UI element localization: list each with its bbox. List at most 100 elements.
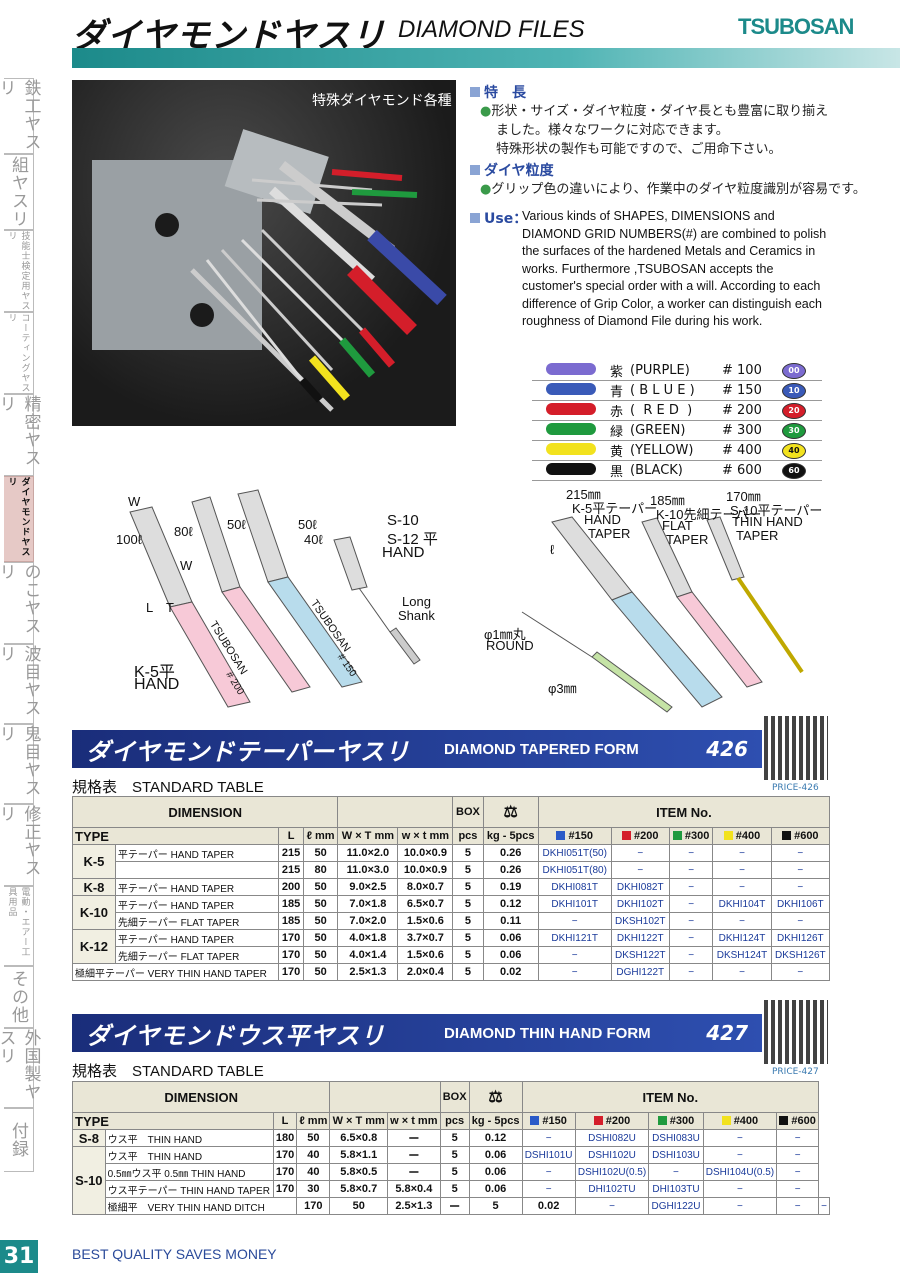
item-code-cell: DKHI081T: [537, 878, 612, 896]
sidebar-tab[interactable]: 精密ヤスリ: [0, 394, 41, 476]
page-title-en: DIAMOND FILES: [398, 16, 585, 43]
qr-code[interactable]: [764, 716, 828, 780]
header-cell: [337, 796, 454, 828]
item-code-cell: −: [668, 861, 714, 879]
name-cell: 平テーパー HAND TAPER: [114, 878, 280, 896]
item-code-cell: −: [521, 1163, 576, 1181]
grit-header-label: #600: [794, 830, 819, 842]
value-cell: 185: [278, 895, 304, 913]
sidebar-tab[interactable]: 技能士検定用ヤスリ: [4, 230, 34, 312]
value-cell: 10.0×0.9: [397, 844, 454, 862]
item-code-cell: −: [521, 1180, 576, 1198]
sidebar-tab[interactable]: 外国製ヤスリ: [0, 1028, 41, 1108]
name-cell: 平テーパー HAND TAPER: [114, 929, 280, 947]
section-title-en: DIAMOND THIN HAND FORM: [444, 1024, 651, 1042]
dimension-header: DIMENSION: [71, 1081, 331, 1113]
label-long: Long: [402, 594, 431, 609]
item-code-cell: DGHI122U: [648, 1197, 704, 1215]
dim-label-w: W: [128, 494, 141, 509]
sidebar-tab[interactable]: その他: [4, 966, 34, 1028]
legend-jp: 青: [610, 385, 624, 400]
legend-en: (YELLOW): [630, 443, 694, 458]
type-cell: K-5: [72, 844, 116, 879]
grit-color-icon: [657, 1116, 667, 1125]
item-code-cell: DSHI102U(0.5): [574, 1163, 650, 1181]
dim-label-L: L: [146, 600, 154, 615]
grit-header: #400: [712, 827, 772, 845]
item-code-cell: −: [712, 878, 772, 896]
grit-header: #150: [537, 827, 612, 845]
sidebar-tab[interactable]: 波目ヤスリ: [0, 644, 41, 724]
item-code-cell: DSHI103U: [648, 1146, 704, 1164]
grit-color-icon: [782, 831, 792, 840]
value-cell: 0.02: [482, 963, 539, 981]
value-cell: 5.8×0.7: [329, 1180, 388, 1198]
legend-grit: # 200: [722, 403, 762, 418]
sidebar-tab[interactable]: のこヤスリ: [0, 562, 41, 644]
dim-label-ell: ℓ: [550, 542, 555, 557]
sidebar-tab[interactable]: 組ヤスリ: [4, 154, 34, 230]
value-cell: 30: [296, 1180, 331, 1198]
grit-badge: 40: [782, 443, 806, 459]
legend-jp: 赤: [610, 405, 624, 420]
sidebar-tab[interactable]: 電動・エアー工具用品: [4, 886, 34, 966]
item-code-cell: DKHI126T: [770, 929, 831, 947]
sidebar-tab[interactable]: 付録: [4, 1108, 34, 1172]
label-taper-3: TAPER: [736, 528, 779, 543]
square-bullet-icon: [470, 87, 480, 97]
name-cell: 極細平テーパー VERY THIN HAND TAPER: [71, 963, 280, 981]
value-cell: 170: [278, 946, 304, 964]
label-170mm: 170㎜: [726, 489, 761, 504]
legend-swatch: [546, 382, 596, 395]
legend-swatch: [546, 362, 596, 375]
legend-swatch: [546, 402, 596, 415]
sidebar-tab[interactable]: 鉄工ヤスリ: [0, 78, 41, 154]
sidebar-tab[interactable]: 鬼目ヤスリ: [0, 724, 41, 804]
item-code-cell: −: [610, 844, 670, 862]
grit-color-icon: [556, 831, 566, 840]
grit-header-label: #300: [669, 1115, 695, 1127]
value-cell: 0.06: [468, 1163, 523, 1181]
item-code-cell: −: [770, 844, 831, 862]
scale-icon: ⚖: [468, 1081, 523, 1113]
name-cell: 先細テーパー FLAT TAPER: [114, 946, 280, 964]
value-cell: 0.26: [482, 861, 539, 879]
section-number: 426: [706, 737, 748, 761]
square-bullet-icon: [470, 213, 480, 223]
label-taper: TAPER: [588, 526, 631, 541]
feature-block: 特 長 ●形状・サイズ・ダイヤ粒度・ダイヤ長とも豊富に取り揃え ました。様々なワ…: [470, 82, 828, 159]
feature-text-2: ました。様々なワークに対応できます。: [496, 123, 729, 138]
sidebar-tab[interactable]: 修正ヤスリ: [0, 804, 41, 886]
label-k10-taper: K-10先細テーパー: [656, 507, 762, 522]
item-code-cell: DKHI082T: [610, 878, 670, 896]
box-header: BOX: [452, 796, 484, 828]
item-code-cell: −: [712, 861, 772, 879]
value-cell: 0.02: [521, 1197, 576, 1215]
label-185mm: 185㎜: [650, 493, 685, 508]
sidebar-tab[interactable]: コーティングヤスリ: [4, 312, 34, 394]
value-cell: 0.06: [468, 1180, 523, 1198]
sidebar-tab[interactable]: ダイヤモンドヤスリ: [4, 476, 34, 562]
item-code-cell: −: [702, 1146, 778, 1164]
value-cell: 5.8×0.4: [387, 1180, 441, 1198]
item-code-cell: −: [770, 912, 831, 930]
type-header: TYPE: [71, 827, 280, 845]
grit-header: #150: [521, 1112, 576, 1130]
legend-grit: # 600: [722, 463, 762, 478]
label-s10: S-10: [387, 512, 419, 529]
qr-label: PRICE-426: [772, 783, 819, 793]
name-cell: ウス平テーパー THIN HAND TAPER: [104, 1180, 274, 1198]
item-code-cell: −: [776, 1197, 819, 1215]
column-header: W × T mm: [337, 827, 399, 845]
grit-header-label: #400: [733, 1115, 759, 1127]
qr-code[interactable]: [764, 1000, 828, 1064]
label-s10-taper: S-10平テーパー: [730, 503, 823, 518]
legend-jp: 黒: [610, 465, 624, 480]
grit-header: #600: [770, 827, 831, 845]
